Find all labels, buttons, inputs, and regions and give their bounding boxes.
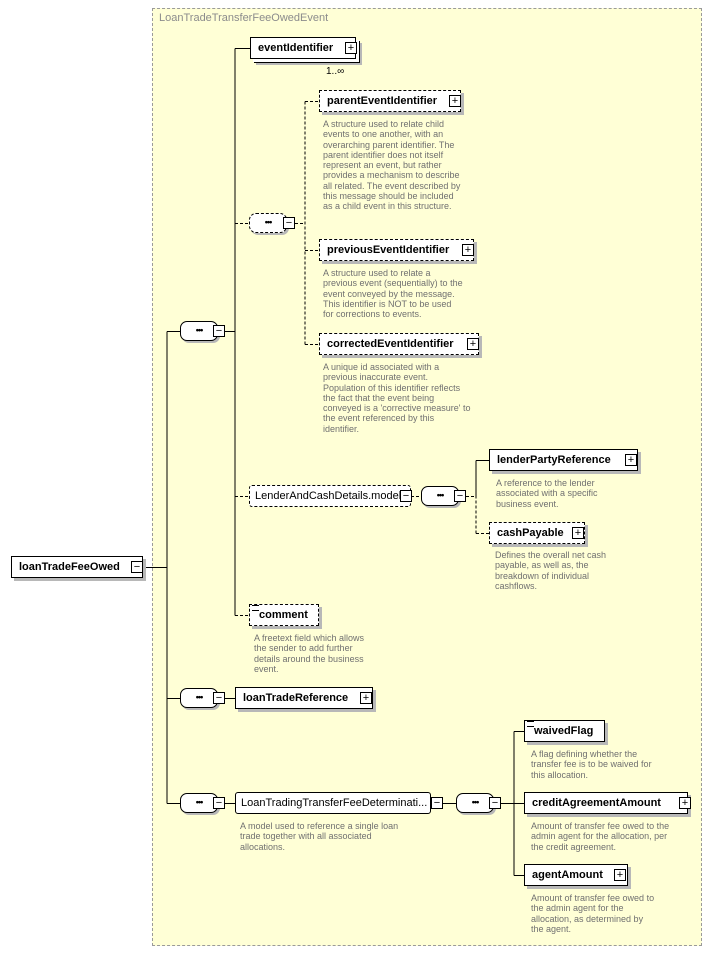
expand-toggle-icon[interactable]: +: [625, 454, 637, 466]
root-label: loanTradeFeeOwed: [19, 561, 120, 573]
simple-content-icon: [527, 721, 534, 727]
group-label: LoanTradingTransferFeeDeterminati...: [241, 797, 428, 809]
expand-toggle-icon[interactable]: +: [360, 692, 372, 704]
element-eventIdentifier[interactable]: eventIdentifier: [250, 37, 356, 59]
collapse-toggle-icon[interactable]: −: [431, 797, 443, 809]
element-cashPayable[interactable]: cashPayable: [489, 522, 585, 544]
element-label: waivedFlag: [534, 725, 594, 737]
annotation-agentAmount: Amount of transfer fee owed to the admin…: [531, 893, 655, 934]
element-label: comment: [259, 609, 308, 621]
element-label: previousEventIdentifier: [327, 244, 450, 256]
frame-title: LoanTradeTransferFeeOwedEvent: [159, 12, 329, 24]
sequence-collapse-toggle-icon[interactable]: −: [213, 325, 225, 337]
expand-toggle-icon[interactable]: +: [345, 42, 357, 54]
expand-toggle-icon[interactable]: +: [679, 797, 691, 809]
annotation-correctedEventIdentifier: A unique id associated with a previous i…: [323, 362, 471, 434]
annotation-creditAgreementAmount: Amount of transfer fee owed to the admin…: [531, 821, 670, 852]
root-element-loanTradeFeeOwed[interactable]: loanTradeFeeOwed: [11, 556, 143, 578]
sequence-collapse-toggle-icon[interactable]: −: [489, 797, 501, 809]
element-previousEventIdentifier[interactable]: previousEventIdentifier: [319, 239, 474, 261]
sequence-compositor-optional-identifiers: •••: [249, 213, 287, 233]
sequence-collapse-toggle-icon[interactable]: −: [283, 217, 295, 229]
element-parentEventIdentifier[interactable]: parentEventIdentifier: [319, 90, 461, 112]
element-label: eventIdentifier: [258, 42, 334, 54]
element-creditAgreementAmount[interactable]: creditAgreementAmount: [524, 792, 688, 814]
annotation-cashPayable: Defines the overall net cash payable, as…: [495, 550, 607, 591]
element-label: parentEventIdentifier: [327, 95, 438, 107]
expand-toggle-icon[interactable]: +: [462, 244, 474, 256]
group-label: LenderAndCashDetails.model: [255, 490, 402, 502]
group-LoanTradingTransferFeeDetermination[interactable]: LoanTradingTransferFeeDeterminati...: [235, 792, 431, 814]
element-lenderPartyReference[interactable]: lenderPartyReference: [489, 449, 638, 471]
collapse-toggle-icon[interactable]: −: [131, 561, 143, 573]
annotation-LoanTradingTransferFeeDetermination: A model used to reference a single loan …: [240, 821, 399, 852]
complex-type-frame: [152, 8, 702, 946]
element-label: correctedEventIdentifier: [327, 338, 454, 350]
element-label: creditAgreementAmount: [532, 797, 661, 809]
element-label: agentAmount: [532, 869, 603, 881]
annotation-lenderPartyReference: A reference to the lender associated wit…: [496, 478, 598, 509]
element-label: cashPayable: [497, 527, 564, 539]
group-LenderAndCashDetails-model[interactable]: LenderAndCashDetails.model: [249, 485, 411, 507]
sequence-collapse-toggle-icon[interactable]: −: [454, 490, 466, 502]
sequence-compositor-main: •••: [180, 321, 218, 341]
element-agentAmount[interactable]: agentAmount: [524, 864, 628, 886]
element-label: lenderPartyReference: [497, 454, 611, 466]
annotation-waivedFlag: A flag defining whether the transfer fee…: [531, 749, 652, 780]
sequence-collapse-toggle-icon[interactable]: −: [213, 692, 225, 704]
expand-toggle-icon[interactable]: +: [449, 95, 461, 107]
element-correctedEventIdentifier[interactable]: correctedEventIdentifier: [319, 333, 479, 355]
sequence-collapse-toggle-icon[interactable]: −: [213, 797, 225, 809]
element-label: loanTradeReference: [243, 692, 349, 704]
element-loanTradeReference[interactable]: loanTradeReference: [235, 687, 373, 709]
annotation-comment: A freetext field which allows the sender…: [254, 633, 365, 674]
expand-toggle-icon[interactable]: +: [467, 338, 479, 350]
simple-content-icon: [252, 605, 259, 611]
annotation-previousEventIdentifier: A structure used to relate a previous ev…: [323, 268, 463, 320]
element-comment[interactable]: comment: [249, 604, 319, 626]
collapse-toggle-icon[interactable]: −: [400, 490, 412, 502]
expand-toggle-icon[interactable]: +: [572, 527, 584, 539]
cardinality-label: 1..∞: [326, 66, 345, 77]
expand-toggle-icon[interactable]: +: [614, 869, 626, 881]
element-waivedFlag[interactable]: waivedFlag: [524, 720, 605, 742]
annotation-parentEventIdentifier: A structure used to relate child events …: [323, 119, 461, 212]
sequence-compositor-fee-amounts: •••: [456, 793, 494, 813]
